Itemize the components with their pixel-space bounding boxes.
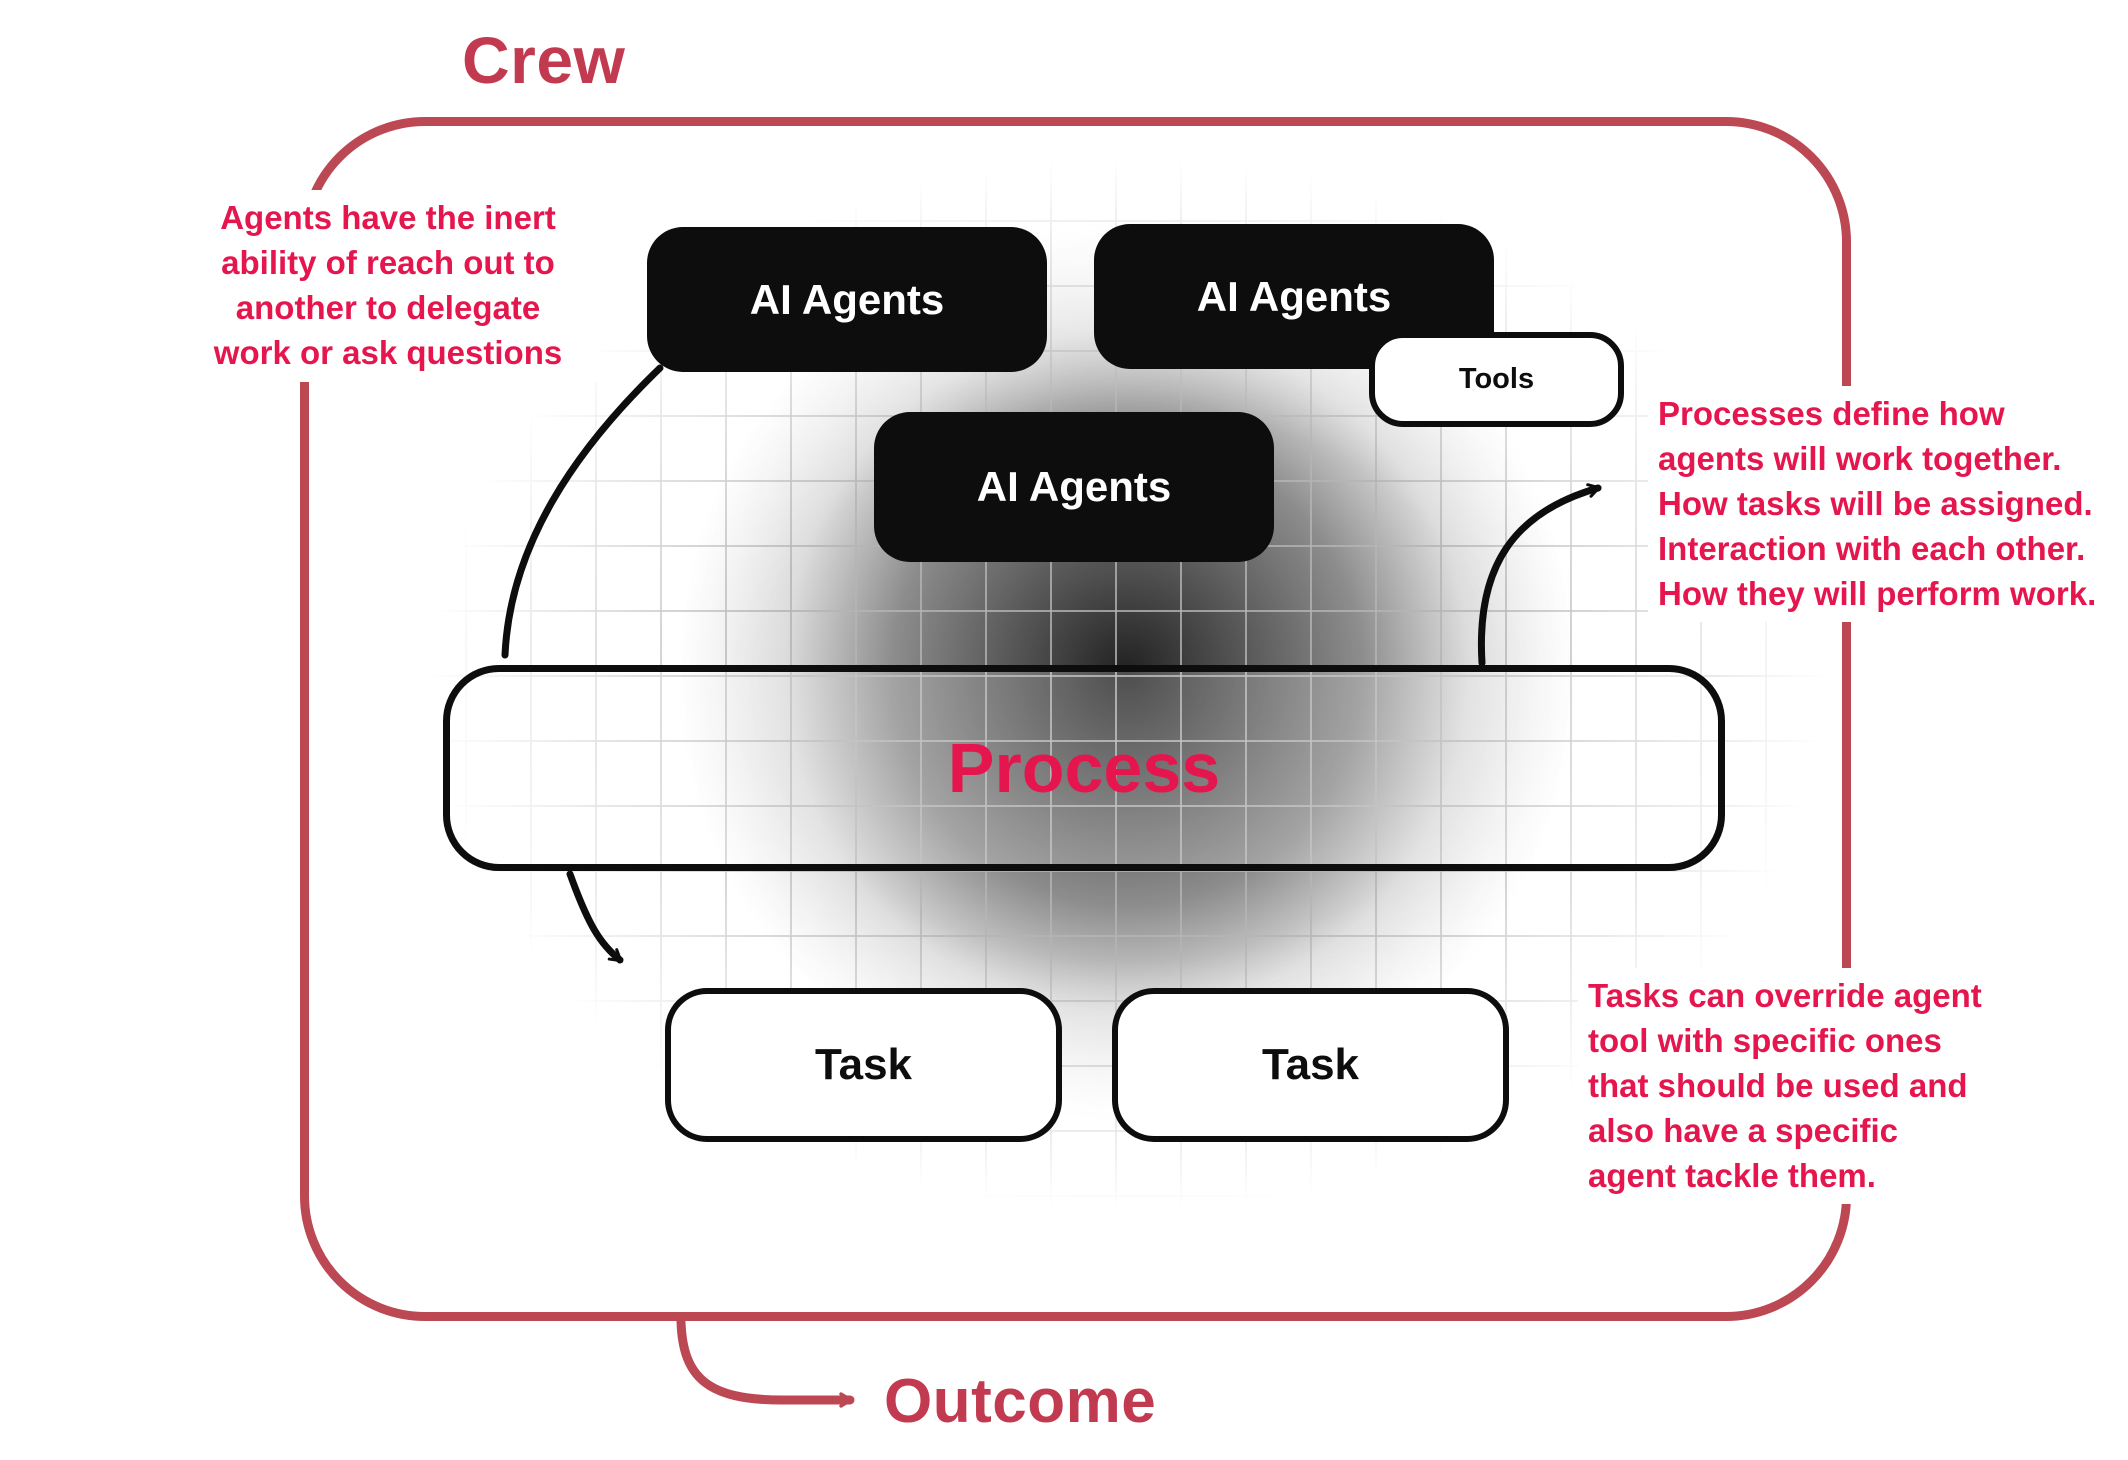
- process-label: Process: [947, 729, 1221, 807]
- crew-title: Crew: [462, 23, 626, 97]
- ai-agents-box-3: AI Agents: [874, 412, 1274, 562]
- ai-agents-label-1: AI Agents: [749, 275, 945, 323]
- tools-label: Tools: [1458, 363, 1535, 395]
- annotation-tasks: Tasks can override agent tool with speci…: [1578, 968, 2058, 1205]
- ai-agents-label-2: AI Agents: [1196, 272, 1392, 320]
- tools-box: Tools: [1369, 332, 1624, 427]
- annotation-delegation: Agents have the inert ability of reach o…: [178, 190, 598, 382]
- arrow-outcome: [676, 1317, 855, 1408]
- arrow-agent-to-process: [501, 364, 664, 659]
- task-box-2: Task: [1112, 988, 1509, 1142]
- arrow-process-to-annotation: [1477, 483, 1602, 667]
- crew-boundary-box: [300, 117, 1851, 1321]
- task-label-2: Task: [1261, 1040, 1360, 1089]
- arrow-process-to-task: [566, 870, 624, 964]
- task-box-1: Task: [665, 988, 1062, 1142]
- ai-agents-label-3: AI Agents: [976, 463, 1172, 510]
- ai-agents-box-1: AI Agents: [647, 227, 1047, 372]
- task-label-1: Task: [814, 1040, 913, 1089]
- annotation-processes: Processes define how agents will work to…: [1648, 386, 2128, 623]
- outcome-title: Outcome: [884, 1367, 1157, 1436]
- process-box: Process: [443, 665, 1725, 871]
